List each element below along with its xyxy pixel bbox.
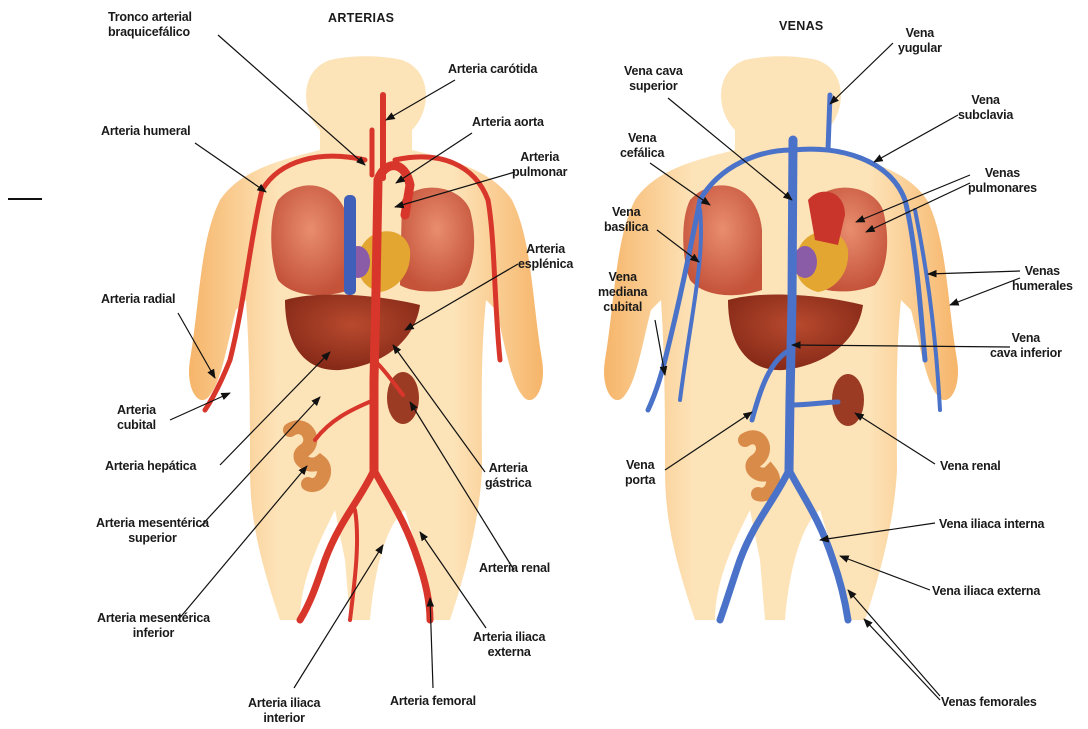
label-iliaca-ext-v: Vena iliaca externa: [932, 584, 1040, 599]
label-aorta: Arteria aorta: [472, 115, 544, 130]
arrow-humeral: [195, 143, 266, 192]
label-renal-v: Vena renal: [940, 459, 1001, 474]
arrow-femorales-1: [848, 590, 940, 696]
arrow-humerales-2: [950, 278, 1020, 305]
arteries-vena-cava: [344, 195, 356, 295]
arteries-figure: [189, 56, 543, 620]
arrow-yugular: [830, 43, 893, 104]
label-renal: Arteria renal: [479, 561, 550, 576]
label-carotida: Arteria carótida: [448, 62, 537, 77]
label-hepatica: Arteria hepática: [105, 459, 196, 474]
renal-v: [790, 402, 838, 405]
jugular: [828, 95, 830, 150]
arteries-title: ARTERIAS: [328, 11, 394, 25]
label-iliaca-int-v: Vena iliaca interna: [939, 517, 1044, 532]
arrow-femorales-2: [864, 619, 940, 700]
arrow-subclavia: [874, 115, 958, 162]
arteries-lung-left: [271, 185, 350, 295]
veins-lung-left: [683, 185, 762, 295]
label-femoral: Arteria femoral: [390, 694, 476, 709]
label-humeral: Arteria humeral: [101, 124, 190, 139]
label-radial: Arteria radial: [101, 292, 175, 307]
aorta-main: [374, 180, 378, 470]
label-femorales: Venas femorales: [941, 695, 1037, 710]
veins-title: VENAS: [779, 19, 824, 33]
vena-cava: [789, 140, 793, 470]
